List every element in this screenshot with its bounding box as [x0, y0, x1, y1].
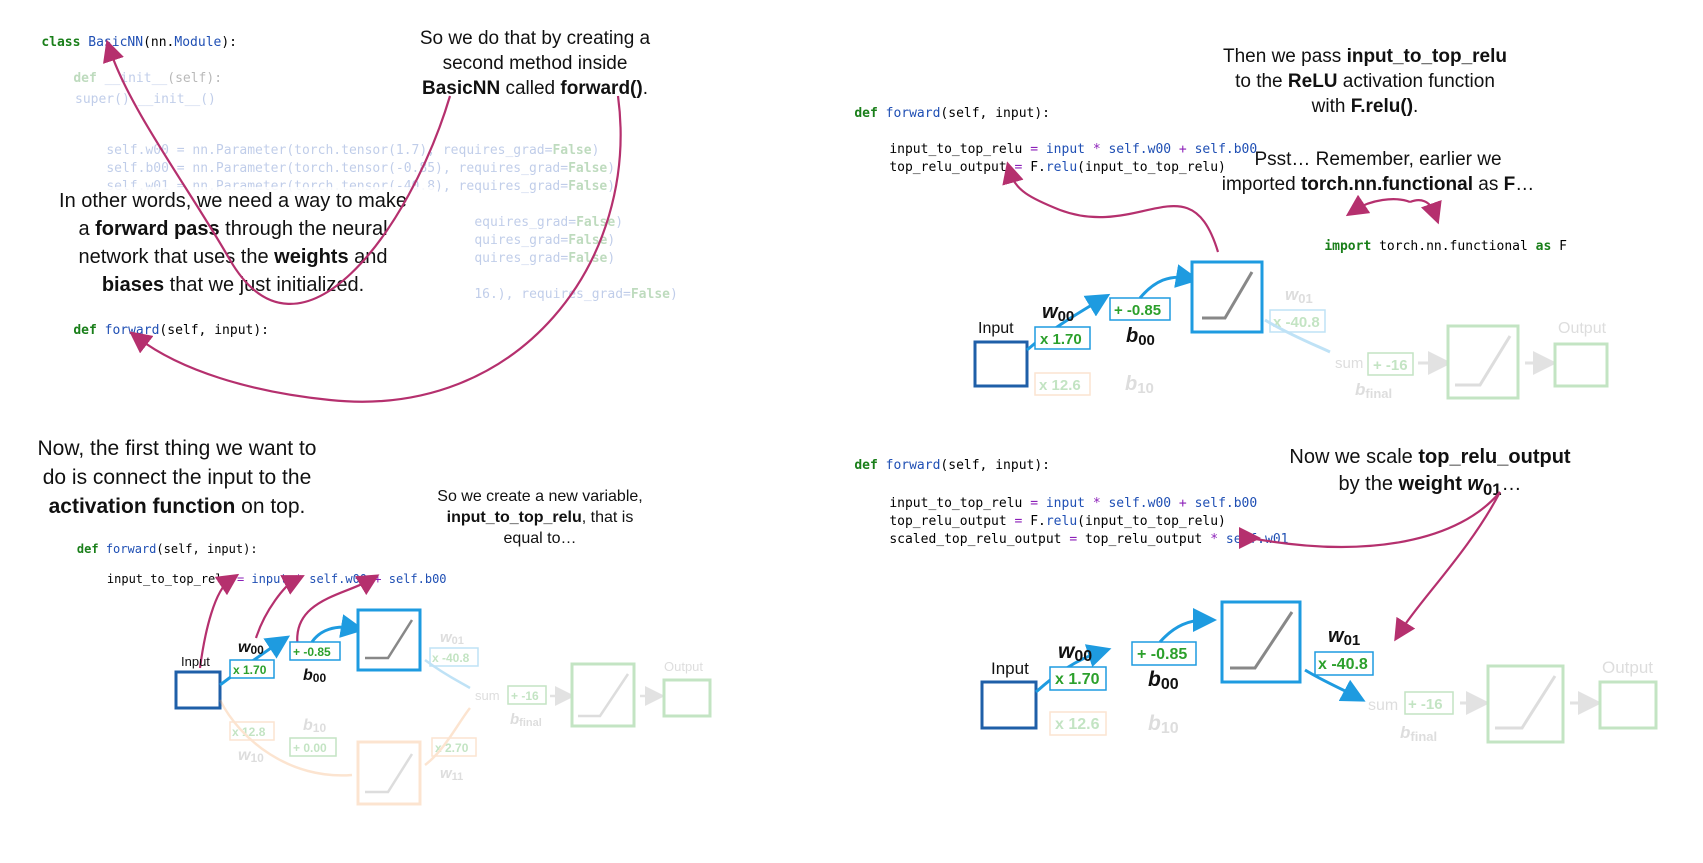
panel-first-connection: Now, the first thing we want to do is co… [0, 420, 780, 863]
code-assign-line-4: input_to_top_relu = input * self.w00 + s… [889, 496, 1258, 511]
arrow-to-class-name [103, 39, 452, 305]
svg-text:sum: sum [1368, 697, 1398, 714]
svg-text:+ -0.85: + -0.85 [1137, 646, 1187, 663]
svg-text:b00: b00 [1126, 325, 1155, 349]
svg-text:w01: w01 [440, 629, 464, 647]
arrow-psst-left [1345, 194, 1411, 217]
b00-value: + -0.85 [1114, 302, 1161, 319]
svg-text:+ -16: + -16 [1408, 696, 1443, 713]
arrow-to-w00 [254, 575, 305, 639]
panel-relu-call: def forward(self, input): input_to_top_r… [810, 0, 1703, 420]
panel1-arrows [103, 39, 622, 403]
svg-text:b10: b10 [1125, 373, 1154, 397]
top-relu-node [1220, 600, 1302, 684]
panel2-diagram: Input x 1.70 w00 + -0.85 b00 w01 x -40.8… [973, 161, 1609, 401]
code-assign-line-2: input_to_top_relu = input * self.w00 + s… [889, 142, 1258, 157]
panel-scale-output: Now we scale top_relu_output by the weig… [810, 420, 1703, 863]
arrow-to-scale-code [1239, 491, 1501, 551]
svg-text:w00: w00 [238, 639, 264, 657]
code-fragment-2: quires_grad=False) [474, 233, 616, 248]
svg-text:w10: w10 [238, 747, 264, 765]
svg-text:Output: Output [664, 659, 703, 674]
input-node [174, 670, 222, 710]
svg-text:x 12.6: x 12.6 [1055, 716, 1100, 733]
note-scale-weight: Now we scale top_relu_output by the weig… [1289, 446, 1571, 499]
note-psst: Psst… Remember, earlier we imported torc… [1221, 149, 1535, 195]
svg-text:x 2.70: x 2.70 [435, 741, 469, 755]
code-forward-def-3: def forward(self, input): [76, 542, 258, 556]
arrow-to-input [198, 573, 240, 669]
svg-text:bfinal: bfinal [510, 711, 542, 729]
code-class-line: class BasicNN(nn.Module): [41, 35, 238, 50]
note-new-variable: So we create a new variable, input_to_to… [437, 488, 643, 547]
svg-text:x -40.8: x -40.8 [1318, 656, 1368, 673]
svg-text:b00: b00 [303, 667, 326, 685]
svg-text:+ -0.85: + -0.85 [293, 645, 331, 659]
svg-text:Output: Output [1558, 320, 1607, 337]
svg-text:b10: b10 [303, 717, 326, 735]
code-w00-line: self.w00 = nn.Parameter(torch.tensor(1.7… [106, 143, 600, 158]
svg-text:+ -16: + -16 [511, 689, 539, 703]
top-relu-node [356, 608, 422, 672]
code-super-line: super().__init__() [75, 92, 216, 107]
w00-value: x 1.70 [1040, 331, 1082, 348]
w01-box [1314, 651, 1374, 676]
note-first-thing: Now, the first thing we want to do is co… [37, 437, 317, 518]
svg-text:w00: w00 [1042, 301, 1074, 325]
panel4-diagram: Input x 1.70 w00 + -0.85 b00 w01 x -40.8… [980, 491, 1658, 744]
arrow-to-relu-call [1002, 161, 1220, 253]
svg-text:w01: w01 [1328, 625, 1360, 649]
input-node [980, 680, 1038, 730]
svg-text:Input: Input [181, 654, 210, 669]
svg-text:w01: w01 [1285, 285, 1313, 306]
note-second-method: So we do that by creating a second metho… [419, 28, 651, 99]
input-label: Input [978, 320, 1014, 337]
b00-box [1131, 641, 1197, 666]
code-fragment-4: 16.), requires_grad=False) [474, 287, 678, 302]
code-b00-line: self.b00 = nn.Parameter(torch.tensor(-0.… [106, 161, 616, 176]
svg-text:w11: w11 [440, 765, 463, 783]
arrow-to-forward-def [129, 95, 622, 403]
note-forward-pass: In other words, we need a way to make a … [28, 187, 438, 299]
code-relu-line-2: top_relu_output = F.relu(input_to_top_re… [889, 160, 1226, 175]
svg-text:x 12.8: x 12.8 [232, 725, 266, 739]
arrow-psst-right [1409, 199, 1442, 225]
code-relu-line-4: top_relu_output = F.relu(input_to_top_re… [889, 514, 1226, 529]
svg-text:b10: b10 [1148, 712, 1179, 737]
svg-text:Input: Input [991, 659, 1029, 678]
arrow-to-b00 [296, 574, 380, 649]
svg-text:b00: b00 [1148, 668, 1179, 693]
b00-box [289, 641, 341, 661]
svg-text:+ 0.00: + 0.00 [293, 741, 327, 755]
note-relu-pass: Then we pass input_to_top_relu to the Re… [1222, 46, 1508, 117]
w00-box [229, 659, 275, 679]
svg-text:+ -16: + -16 [1373, 357, 1408, 374]
svg-text:bfinal: bfinal [1400, 723, 1437, 744]
panel3-diagram: Input x 1.70 w00 + -0.85 b00 w01 x -40.8… [174, 573, 712, 806]
svg-text:x -40.8: x -40.8 [1273, 314, 1320, 331]
panel-class-definition: class BasicNN(nn.Module): def __init__(s… [0, 0, 780, 420]
svg-text:Output: Output [1602, 658, 1653, 677]
svg-text:x 1.70: x 1.70 [233, 663, 267, 677]
svg-text:sum: sum [1335, 355, 1363, 372]
arrow-to-w01-box [1394, 491, 1501, 642]
w00-box [1034, 326, 1091, 350]
svg-text:x 12.6: x 12.6 [1039, 377, 1081, 394]
svg-text:x -40.8: x -40.8 [432, 651, 470, 665]
code-forward-def-4: def forward(self, input): [854, 458, 1050, 473]
code-forward-def-2: def forward(self, input): [854, 106, 1050, 121]
svg-text:w00: w00 [1058, 640, 1092, 665]
code-init-line: def __init__(self): [73, 71, 223, 86]
svg-text:sum: sum [475, 688, 500, 703]
svg-text:bfinal: bfinal [1355, 380, 1392, 401]
code-import-line: import torch.nn.functional as F [1324, 239, 1567, 254]
w00-box [1049, 666, 1107, 691]
input-node [973, 340, 1029, 388]
code-fragment-3: quires_grad=False) [474, 251, 616, 266]
svg-text:x 1.70: x 1.70 [1055, 671, 1100, 688]
